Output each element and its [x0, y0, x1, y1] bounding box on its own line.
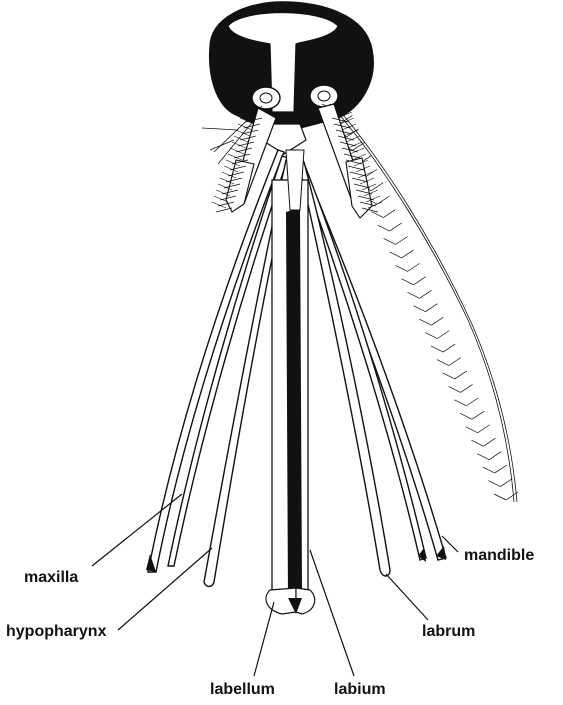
leader-labrum: [386, 574, 428, 620]
food-canal-dark: [286, 208, 302, 600]
labium: [272, 150, 308, 600]
leader-maxilla: [92, 494, 182, 566]
leader-labium: [310, 550, 354, 676]
label-mandible: mandible: [464, 547, 534, 564]
label-labellum: labellum: [210, 681, 275, 698]
label-labrum: labrum: [422, 623, 475, 640]
leader-hypopharynx: [118, 548, 212, 630]
label-hypopharynx: hypopharynx: [6, 623, 107, 640]
maxillary-palp-right: [318, 104, 382, 218]
labellum: [266, 588, 315, 614]
leader-labellum: [254, 602, 274, 676]
label-labium: labium: [334, 681, 386, 698]
antenna-socket-left: [252, 87, 280, 109]
label-maxilla: maxilla: [24, 569, 78, 586]
head: [210, 2, 373, 154]
